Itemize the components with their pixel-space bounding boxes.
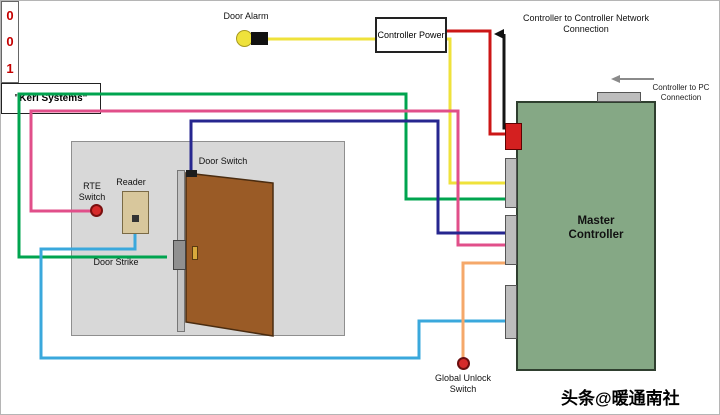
door-switch-device xyxy=(186,170,197,177)
pc-connection-label: Controller to PC Connection xyxy=(652,83,710,102)
reader-label: Reader xyxy=(116,177,146,187)
master-controller-label: Master Controller xyxy=(568,215,624,241)
door-strike-label: Door Strike xyxy=(93,257,139,267)
pc-connection-arrow-icon xyxy=(611,75,620,83)
master-controller-body xyxy=(516,101,656,371)
door-strike-device xyxy=(173,240,186,270)
controller-terminal-block-3 xyxy=(505,285,517,339)
pc-connection-line xyxy=(620,78,654,80)
door-handle xyxy=(192,246,198,260)
controller-power-wire xyxy=(447,29,507,136)
watermark-text: 头条@暖通南社 xyxy=(561,389,680,408)
keri-systems-badge: "Keri Systems" xyxy=(1,83,101,114)
door-switch-label: Door Switch xyxy=(198,156,248,166)
controller-power-connector xyxy=(505,123,522,150)
network-wire xyxy=(502,34,514,130)
door-alarm-socket xyxy=(251,32,268,45)
address-digit: 0 xyxy=(6,34,14,50)
global-unlock-label: Global Unlock Switch xyxy=(434,373,492,394)
network-connection-arrow-icon xyxy=(494,29,504,39)
door-alarm-label: Door Alarm xyxy=(223,11,269,21)
controller-power-box: Controller Power xyxy=(375,17,447,53)
controller-terminal-block-2 xyxy=(505,215,517,265)
global-unlock-button xyxy=(457,357,470,370)
room-outline xyxy=(71,141,345,336)
card-reader-led xyxy=(132,215,139,222)
address-digit: 1 xyxy=(6,61,14,77)
rte-switch-button xyxy=(90,204,103,217)
controller-terminal-block-1 xyxy=(505,158,517,208)
controller-power-label: Controller Power xyxy=(377,29,445,40)
card-reader xyxy=(122,191,149,234)
address-digit: 0 xyxy=(6,7,14,23)
controller-address-display: 0 0 1 xyxy=(1,1,19,83)
network-connection-label: Controller to Controller Network Connect… xyxy=(522,13,650,34)
keri-systems-label: "Keri Systems" xyxy=(14,93,88,104)
controller-pc-port xyxy=(597,92,641,102)
